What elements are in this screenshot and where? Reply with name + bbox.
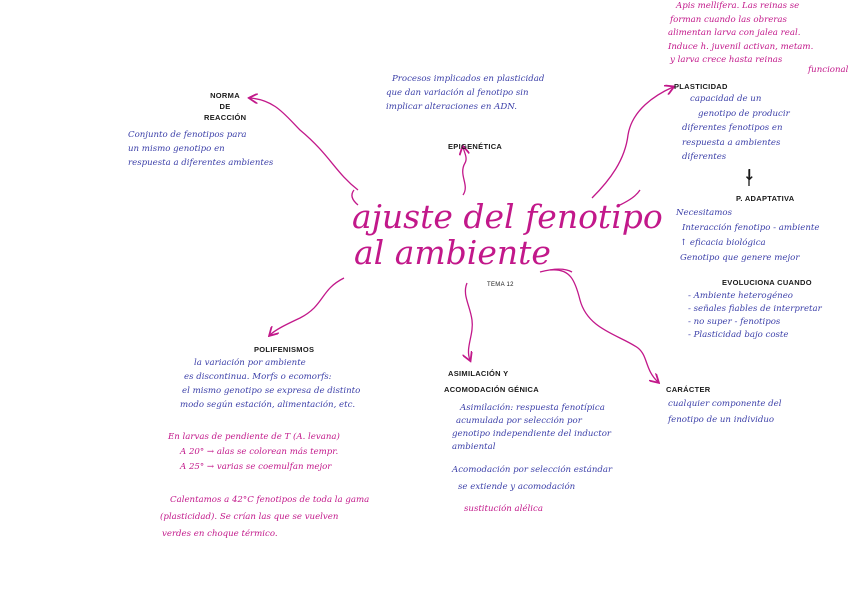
note-line: alimentan larva con jalea real. (668, 28, 801, 38)
heading-line: DE (219, 102, 231, 111)
note-line: diferentes (682, 152, 727, 162)
central-title: ajuste del fenotipo al ambiente (352, 196, 663, 274)
note-line: fenotipo de un individuo (668, 415, 775, 425)
note-line: que dan variación al fenotipo sin (386, 88, 529, 98)
note-line: Apis mellifera. Las reinas se (676, 1, 800, 11)
note-line: Necesitamos (676, 208, 732, 218)
note-line: cualquier componente del (668, 399, 782, 409)
arrow-to-norma-reaccion (250, 98, 359, 191)
note-line: se extiende y acomodación (458, 482, 576, 492)
note-line: ↑ eficacia biológica (680, 238, 766, 248)
plasticidad-heading: PLASTICIDAD (674, 82, 728, 91)
title-line-1: ajuste del fenotipo (352, 197, 663, 236)
note-line: y larva crece hasta reinas (670, 55, 783, 65)
epigenetica-heading: EPIGENÉTICA (448, 142, 503, 151)
note-line: genotipo independiente del inductor (452, 429, 611, 439)
note-line: un mismo genotipo en (128, 144, 225, 154)
p-adaptativa-heading: P. ADAPTATIVA (736, 194, 795, 203)
note-line: A 20° → alas se colorean más tempr. (180, 447, 339, 457)
asimilacion-heading: ASIMILACIÓN Y ACOMODACIÓN GÉNICA (444, 366, 539, 398)
list-item: - Ambiente heterogéneo (688, 291, 793, 301)
arrow-to-plasticidad (591, 87, 673, 199)
heading-line: ACOMODACIÓN GÉNICA (444, 385, 539, 394)
note-line: modo según estación, alimentación, etc. (180, 400, 356, 410)
asimilacion-note: Asimilación: respuesta fenotípica acumul… (452, 402, 611, 454)
list-item: - no super - fenotipos (688, 317, 781, 327)
note-line: Calentamos a 42°C fenotipos de toda la g… (170, 495, 370, 505)
sustitucion-alelica: sustitución alélica (464, 504, 543, 514)
note-line: implicar alteraciones en ADN. (386, 102, 517, 112)
norma-reaccion-heading: NORMA DE REACCIÓN (204, 90, 246, 123)
note-line: el mismo genotipo se expresa de distinto (182, 386, 361, 396)
topic-tag: TEMA 12 (487, 282, 514, 288)
arrow-to-caracter (549, 269, 658, 382)
down-arrow-icon: ↓ (743, 166, 756, 184)
note-line: diferentes fenotipos en (682, 123, 783, 133)
note-line: es discontinua. Morfs o ecomorfs: (184, 372, 332, 382)
epigenetica-note: Procesos implicados en plasticidad que d… (386, 72, 545, 114)
note-line: la variación por ambiente (194, 358, 306, 368)
note-line: capacidad de un (690, 94, 762, 104)
polifenismos-note: la variación por ambiente es discontinua… (178, 356, 360, 412)
polifenismos-extra: Calentamos a 42°C fenotipos de toda la g… (160, 492, 369, 543)
p-adaptativa-note: Necesitamos Interacción fenotipo - ambie… (676, 206, 819, 266)
heading-line: ASIMILACIÓN Y (448, 369, 509, 378)
list-item: - señales fiables de interpretar (688, 304, 822, 314)
note-line: verdes en choque térmico. (162, 529, 278, 539)
note-line: forman cuando las obreras (670, 14, 787, 25)
title-line-2: al ambiente (354, 233, 551, 272)
note-line: A 25° → varias se coemulfan mejor (180, 462, 332, 472)
apis-mellifera-note: Apis mellifera. Las reinas se forman cua… (668, 0, 848, 77)
note-line: respuesta a diferentes ambientes (128, 158, 274, 168)
plasticidad-note: capacidad de un genotipo de producir dif… (682, 92, 790, 165)
arrow-to-epigenetica (463, 147, 466, 196)
arrow-to-asimilacion (465, 282, 473, 360)
note-line: Acomodación por selección estándar (452, 465, 613, 475)
norma-reaccion-note: Conjunto de fenotipos para un mismo geno… (128, 128, 273, 170)
curl-left (351, 189, 359, 206)
note-line: Asimilación: respuesta fenotípica (460, 403, 605, 413)
note-line: genotipo de producir (698, 108, 790, 119)
acomodacion-note: Acomodación por selección estándar se ex… (452, 462, 612, 496)
list-item: - Plasticidad bajo coste (688, 330, 789, 340)
caracter-note: cualquier componente del fenotipo de un … (668, 396, 782, 428)
note-line: respuesta a ambientes (682, 137, 781, 148)
arrow-to-polifenismos (270, 277, 345, 335)
curl-right (619, 189, 641, 206)
note-line: Interacción fenotipo - ambiente (682, 223, 820, 233)
note-line: Induce h. juvenil activan, metam. (668, 41, 814, 52)
note-line: En larvas de pendiente de T (A. levana) (168, 432, 340, 442)
polifenismos-example: En larvas de pendiente de T (A. levana) … (168, 430, 340, 475)
heading-line: NORMA (210, 91, 240, 100)
caracter-heading: CARÁCTER (666, 385, 711, 394)
note-line: (plasticidad). Se crían las que se vuelv… (160, 512, 339, 522)
note-line: ambiental (452, 442, 496, 452)
evoluciona-cuando-heading: EVOLUCIONA CUANDO (722, 278, 812, 287)
note-line: acumulada por selección por (456, 416, 582, 426)
evoluciona-cuando-list: - Ambiente heterogéneo - señales fiables… (688, 290, 822, 342)
polifenismos-heading: POLIFENISMOS (254, 345, 315, 354)
note-line: Conjunto de fenotipos para (128, 130, 247, 140)
note-line: funcional (808, 64, 848, 75)
note-line: Procesos implicados en plasticidad (392, 74, 545, 84)
note-line: Genotipo que genere mejor (680, 253, 800, 263)
curl-bottom-right (539, 268, 573, 273)
heading-line: REACCIÓN (204, 113, 247, 122)
